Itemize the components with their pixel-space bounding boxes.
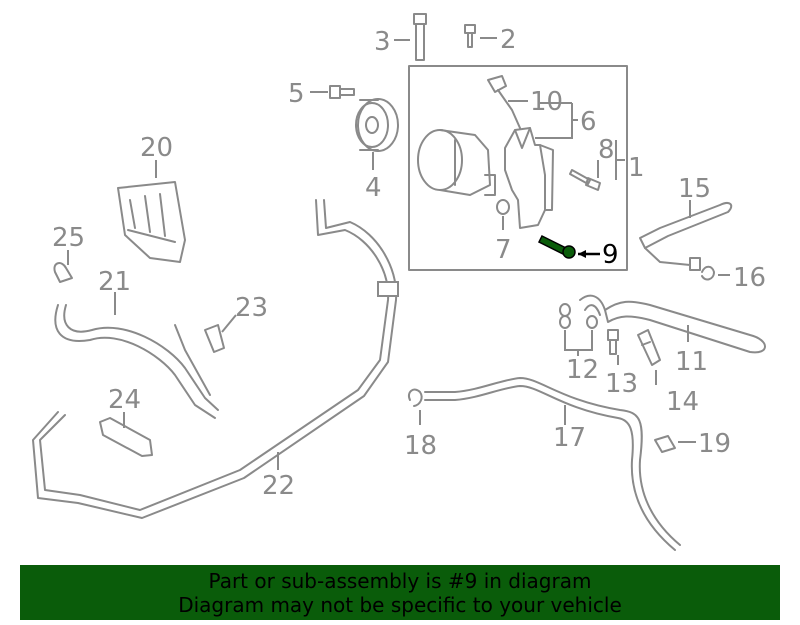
callout-21[interactable]: 21 [98, 267, 131, 297]
part-5-bolt[interactable] [329, 85, 355, 99]
callout-18[interactable]: 18 [404, 431, 437, 461]
part-4-pulley[interactable] [355, 98, 399, 152]
pump-body[interactable] [417, 129, 496, 196]
callout-14[interactable]: 14 [666, 387, 699, 417]
callout-7[interactable]: 7 [495, 235, 512, 265]
part-7-oring[interactable] [496, 199, 510, 215]
callout-23[interactable]: 23 [235, 293, 268, 323]
callout-12[interactable]: 12 [566, 355, 599, 385]
callout-22[interactable]: 22 [262, 471, 295, 501]
part-9-bolt[interactable] [537, 234, 576, 259]
part-19-clip[interactable] [654, 435, 676, 453]
part-6-reservoir[interactable] [504, 127, 554, 229]
callout-24[interactable]: 24 [108, 385, 141, 415]
parts-diagram: 1 2 3 4 5 6 10 7 [32, 13, 766, 551]
banner-line-2: Diagram may not be specific to your vehi… [178, 592, 622, 617]
part-14-bracket[interactable] [637, 329, 661, 366]
callout-15[interactable]: 15 [678, 174, 711, 204]
callout-17[interactable]: 17 [553, 423, 586, 453]
callout-9[interactable]: 9 [602, 240, 619, 270]
part-18-clamp[interactable] [408, 388, 423, 407]
callout-1[interactable]: 1 [628, 153, 645, 183]
part-13-bolt[interactable] [607, 329, 619, 355]
part-3-bolt[interactable] [413, 13, 427, 61]
callout-6[interactable]: 6 [580, 107, 597, 137]
callout-4[interactable]: 4 [365, 173, 382, 203]
part-21-hose[interactable] [54, 304, 219, 419]
callout-5[interactable]: 5 [288, 79, 305, 109]
part-10-dipstick[interactable] [487, 75, 521, 129]
callout-25[interactable]: 25 [52, 223, 85, 253]
banner-line-1: Part or sub-assembly is #9 in diagram [208, 568, 592, 593]
assembly-box [408, 65, 628, 271]
part-24-bracket[interactable] [99, 417, 153, 457]
part-22-line[interactable] [32, 199, 399, 519]
part-16-clamp[interactable] [701, 265, 715, 281]
callout-8[interactable]: 8 [598, 135, 615, 165]
info-banner: Part or sub-assembly is #9 in diagram Di… [20, 565, 780, 620]
callout-2[interactable]: 2 [500, 25, 517, 55]
part-15-line[interactable] [639, 202, 733, 271]
callout-10[interactable]: 10 [530, 87, 563, 117]
part-11-hose[interactable] [579, 294, 766, 354]
part-20-valve-block[interactable] [117, 181, 186, 263]
callout-13[interactable]: 13 [605, 369, 638, 399]
part-23-clamp[interactable] [204, 324, 225, 353]
part-17-line[interactable] [424, 377, 681, 551]
callout-16[interactable]: 16 [733, 263, 766, 293]
part-25-clip[interactable] [53, 262, 73, 283]
part-12-orings[interactable] [559, 303, 598, 329]
callout-11[interactable]: 11 [675, 347, 708, 377]
callout-19[interactable]: 19 [698, 429, 731, 459]
part-8-bolt[interactable] [569, 169, 601, 191]
part-2-bolt[interactable] [464, 24, 476, 48]
callout-20[interactable]: 20 [140, 133, 173, 163]
callout-3[interactable]: 3 [374, 27, 391, 57]
